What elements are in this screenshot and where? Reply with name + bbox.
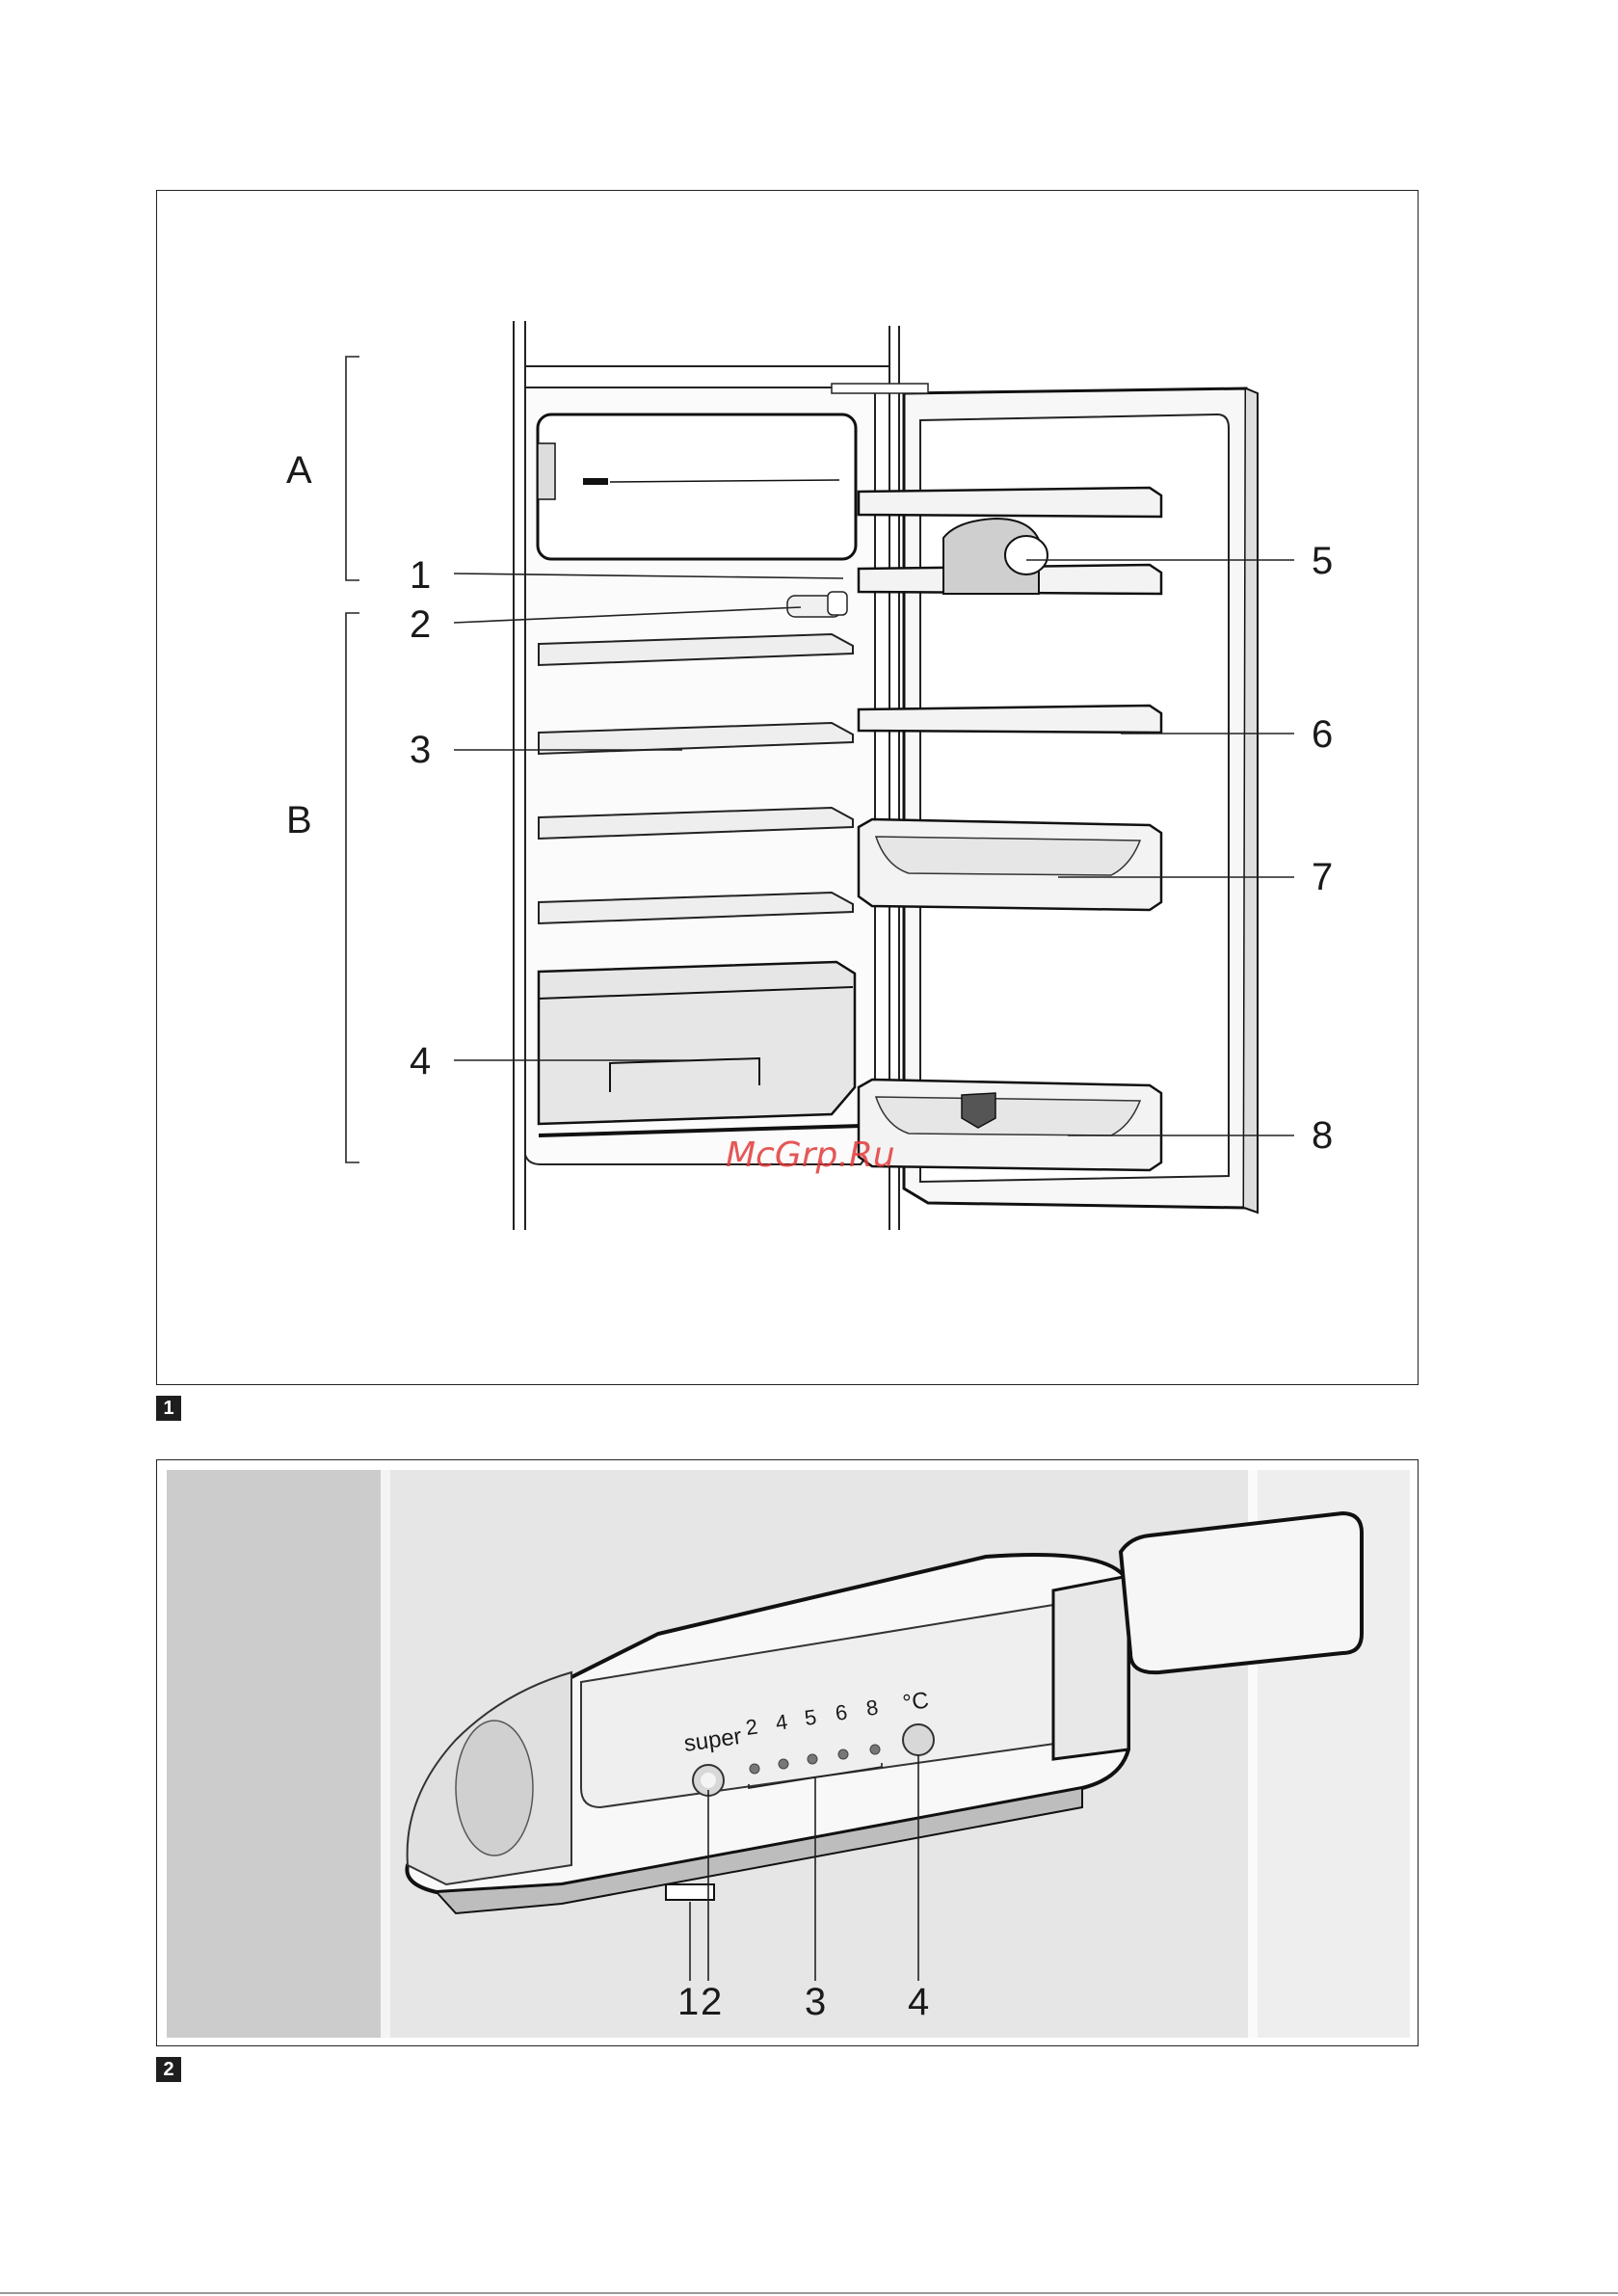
callout-2: 2 (410, 603, 431, 646)
callout-8: 8 (1312, 1114, 1333, 1157)
zone-brackets (346, 357, 359, 1162)
figure-1-number: 1 (156, 1396, 181, 1421)
callout-1: 1 (677, 1981, 699, 2023)
callout-2: 2 (701, 1981, 722, 2023)
callout-7: 7 (1312, 856, 1333, 898)
callout-4: 4 (410, 1040, 431, 1082)
watermark: McGrp.Ru (726, 1135, 895, 1175)
callout-3: 3 (410, 729, 431, 771)
unit-label: °C (901, 1687, 930, 1716)
page-bottom-rule (0, 2292, 1618, 2294)
callout-3: 3 (805, 1981, 826, 2023)
control-panel-illustration: super 2 4 5 6 8 °C 1 2 3 4 (157, 1460, 1419, 2047)
figure-2-number: 2 (156, 2057, 181, 2082)
figure-1-frame: A B 1 2 3 4 5 6 7 8 McGrp.Ru (156, 190, 1419, 1385)
zone-label-a: A (286, 449, 312, 492)
figure-2-frame: super 2 4 5 6 8 °C 1 2 3 4 (156, 1459, 1419, 2046)
callout-4: 4 (908, 1981, 929, 2023)
zone-label-b: B (286, 799, 312, 841)
callout-6: 6 (1312, 713, 1333, 756)
callout-1: 1 (410, 554, 431, 597)
callout-5: 5 (1312, 540, 1333, 582)
refrigerator-illustration: A B 1 2 3 4 5 6 7 8 McGrp.Ru (157, 191, 1419, 1386)
